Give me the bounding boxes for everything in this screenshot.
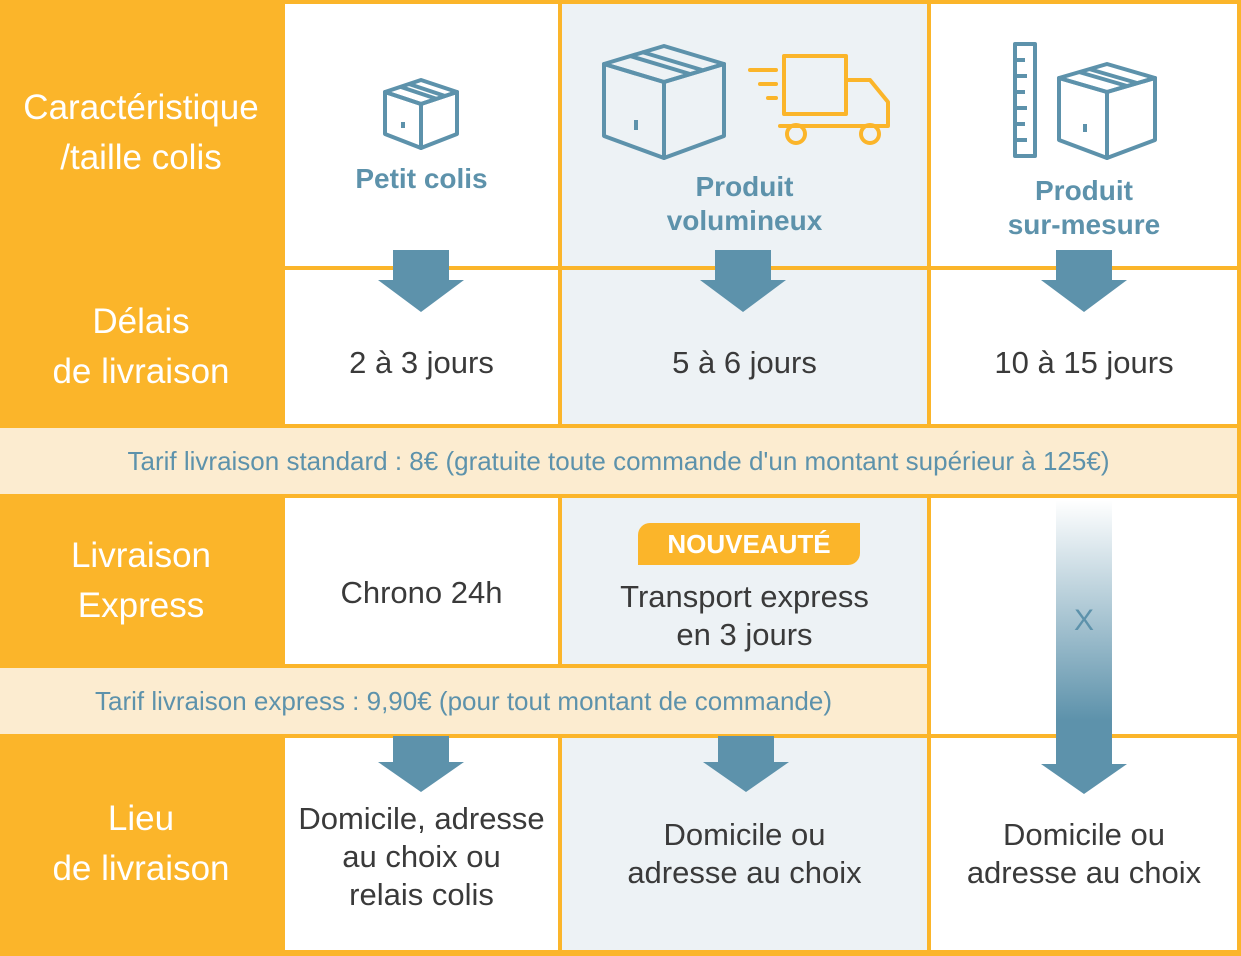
long-gradient-arrow-down-icon bbox=[1041, 500, 1127, 794]
header-caracteristique-line1: Caractéristique bbox=[23, 88, 259, 127]
arrow-down-icon bbox=[1041, 250, 1127, 312]
delai-volumineux: 5 à 6 jours bbox=[672, 345, 817, 380]
lieu-petit-colis-line1: Domicile, adresse bbox=[298, 801, 545, 836]
header-delais: Délais de livraison bbox=[0, 270, 282, 424]
delai-sur-mesure: 10 à 15 jours bbox=[994, 345, 1174, 380]
box-icon bbox=[383, 78, 459, 150]
express-sur-mesure-x-overlay: X bbox=[1073, 604, 1094, 637]
label-petit-colis: Petit colis bbox=[355, 163, 488, 194]
express-petit-colis: Chrono 24h bbox=[340, 575, 503, 610]
arrow-down-icon bbox=[378, 736, 464, 792]
cell-produit-volumineux: Produit volumineux bbox=[562, 4, 927, 266]
header-lieu-line2: de livraison bbox=[52, 849, 230, 888]
delai-petit-colis: 2 à 3 jours bbox=[349, 345, 494, 380]
tarif-standard-text: Tarif livraison standard : 8€ (gratuite … bbox=[127, 446, 1110, 476]
tarif-express-band: Tarif livraison express : 9,90€ (pour to… bbox=[0, 668, 927, 734]
header-lieu: Lieu de livraison bbox=[0, 738, 282, 950]
box-and-truck-icon bbox=[602, 44, 890, 160]
lieu-volumineux-line1: Domicile ou bbox=[663, 817, 826, 852]
cell-express-volumineux: NOUVEAUTÉ Transport express en 3 jours bbox=[562, 498, 927, 664]
label-produit-volumineux-line2: volumineux bbox=[666, 205, 823, 236]
header-express-line2: Express bbox=[77, 586, 205, 625]
tarif-express-text: Tarif livraison express : 9,90€ (pour to… bbox=[94, 686, 833, 716]
cell-petit-colis: Petit colis bbox=[285, 4, 558, 266]
cell-produit-sur-mesure: Produit sur-mesure bbox=[931, 4, 1237, 266]
arrow-down-icon bbox=[378, 250, 464, 312]
cell-express-petit-colis: Chrono 24h bbox=[285, 498, 558, 664]
label-produit-volumineux-line1: Produit bbox=[695, 171, 794, 202]
header-lieu-line1: Lieu bbox=[107, 799, 175, 838]
express-volumineux-line1: Transport express bbox=[620, 579, 869, 614]
cell-delai-petit-colis: 2 à 3 jours bbox=[285, 270, 558, 424]
header-express: Livraison Express bbox=[0, 498, 282, 664]
lieu-sur-mesure-line1: Domicile ou bbox=[1003, 817, 1165, 852]
header-express-line1: Livraison bbox=[70, 536, 212, 575]
nouveaute-badge: NOUVEAUTÉ bbox=[638, 523, 860, 565]
lieu-sur-mesure-line2: adresse au choix bbox=[966, 855, 1202, 890]
arrow-down-icon bbox=[700, 250, 786, 312]
arrow-down-icon bbox=[703, 736, 789, 792]
header-caracteristique: Caractéristique /taille colis bbox=[0, 0, 282, 266]
label-produit-sur-mesure-line2: sur-mesure bbox=[1007, 209, 1161, 240]
header-delais-line1: Délais bbox=[92, 302, 190, 341]
lieu-petit-colis-line2: au choix ou bbox=[342, 839, 501, 874]
tarif-standard-band: Tarif livraison standard : 8€ (gratuite … bbox=[0, 428, 1237, 494]
ruler-and-box-icon bbox=[1013, 42, 1157, 160]
express-volumineux-line2: en 3 jours bbox=[676, 617, 813, 652]
header-delais-line2: de livraison bbox=[52, 352, 230, 391]
lieu-volumineux-line2: adresse au choix bbox=[627, 855, 862, 890]
lieu-petit-colis-line3: relais colis bbox=[349, 877, 494, 912]
header-caracteristique-line2: /taille colis bbox=[60, 138, 222, 177]
label-produit-sur-mesure-line1: Produit bbox=[1035, 175, 1133, 206]
